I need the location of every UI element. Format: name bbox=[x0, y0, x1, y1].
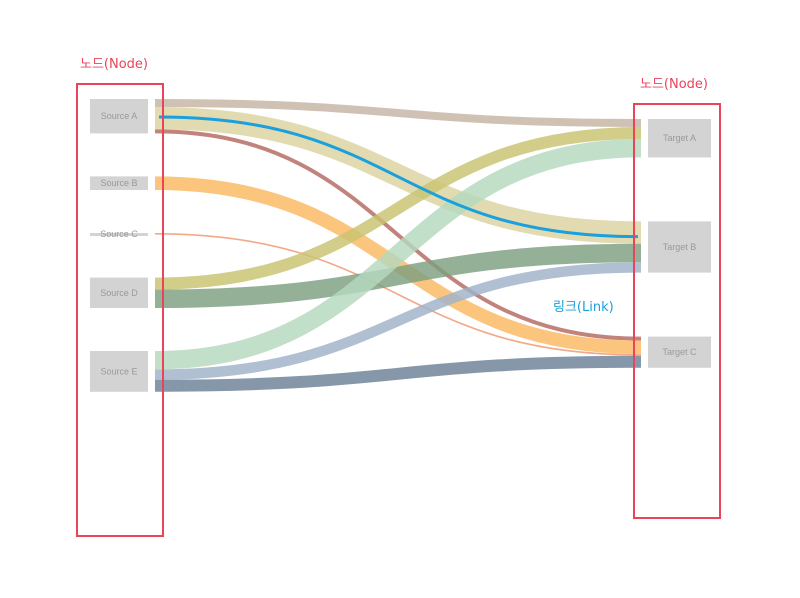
node-source-a: Source A bbox=[90, 99, 148, 134]
link-annotation: 링크(Link) bbox=[553, 300, 614, 315]
node-source-c: Source C bbox=[90, 229, 148, 239]
node-rect-target-a bbox=[648, 119, 711, 158]
node-target-c: Target C bbox=[648, 336, 711, 368]
node-rect-source-b bbox=[90, 176, 148, 190]
link-source-e-to-target-b bbox=[154, 262, 642, 380]
node-rect-source-c bbox=[90, 233, 148, 236]
node-target-a: Target A bbox=[648, 119, 711, 158]
node-rect-target-b bbox=[648, 221, 711, 273]
right-node-highlight-box bbox=[633, 103, 721, 519]
node-label-source-b: Source B bbox=[100, 178, 137, 188]
node-label-target-c: Target C bbox=[662, 347, 697, 357]
node-label-target-a: Target A bbox=[663, 133, 696, 143]
node-source-e: Source E bbox=[90, 351, 148, 392]
annotation-layer: 노드(Node) 노드(Node) 링크(Link) bbox=[76, 57, 721, 537]
nodes-layer: Source A Source B Source C Source D Source E… bbox=[90, 99, 711, 392]
node-source-b: Source B bbox=[90, 176, 148, 190]
link-source-d-to-target-a bbox=[154, 127, 642, 290]
node-label-target-b: Target B bbox=[663, 242, 697, 252]
link-source-a-to-target-c bbox=[154, 129, 642, 341]
link-source-d-to-target-b bbox=[154, 243, 642, 308]
node-rect-source-d bbox=[90, 277, 148, 308]
highlighted-link-line bbox=[158, 115, 639, 239]
node-rect-target-c bbox=[648, 336, 711, 368]
left-node-highlight-box bbox=[76, 83, 164, 537]
node-target-b: Target B bbox=[648, 221, 711, 273]
links-layer bbox=[154, 99, 642, 392]
node-label-source-a: Source A bbox=[101, 111, 138, 121]
link-source-e-to-target-a bbox=[154, 139, 642, 370]
node-annotation-right: 노드(Node) bbox=[640, 77, 708, 92]
node-label-source-d: Source D bbox=[100, 288, 138, 298]
node-rect-source-e bbox=[90, 351, 148, 392]
node-source-d: Source D bbox=[90, 277, 148, 308]
link-source-a-to-target-a bbox=[154, 99, 642, 127]
node-label-source-e: Source E bbox=[100, 366, 137, 376]
node-annotation-left: 노드(Node) bbox=[80, 57, 148, 72]
node-label-source-c: Source C bbox=[100, 229, 138, 239]
node-rect-source-a bbox=[90, 99, 148, 134]
link-source-c-to-target-c bbox=[154, 233, 642, 356]
link-source-e-to-target-c bbox=[154, 355, 642, 392]
